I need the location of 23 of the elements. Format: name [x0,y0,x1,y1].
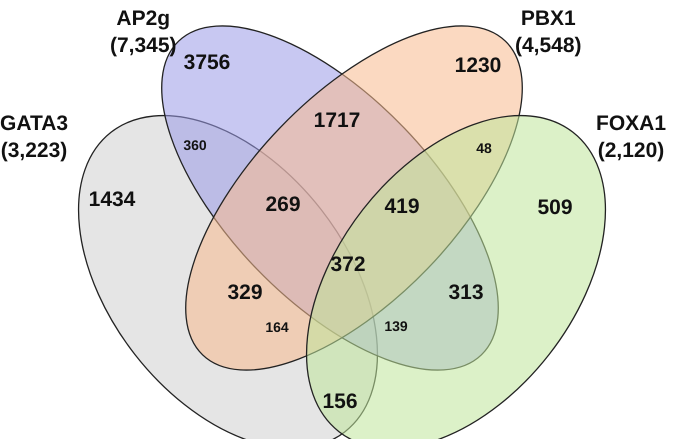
region-count: 1434 [88,188,136,212]
region-count: 419 [384,195,420,219]
set-count: (2,120) [596,138,666,164]
region-count: 329 [227,281,263,305]
region-count: 164 [265,319,289,335]
region-count: 1230 [454,54,502,78]
set-name: GATA3 [0,111,68,137]
set-count: (7,345) [110,33,177,59]
region-count: 1717 [314,109,360,133]
region-count: 269 [265,193,301,217]
region-count: 3756 [184,51,230,75]
set-name: FOXA1 [596,111,666,137]
region-count: 372 [330,253,366,277]
set-name: AP2g [115,6,172,32]
region-count: 313 [448,281,484,305]
region-count: 139 [384,318,408,334]
region-count: 48 [476,140,492,156]
region-count: 156 [322,390,358,414]
region-count: 360 [183,137,207,153]
region-count: 509 [537,196,573,220]
set-name: PBX1 [520,6,577,32]
set-count: (3,223) [0,138,68,164]
set-count: (4,548) [515,33,582,59]
